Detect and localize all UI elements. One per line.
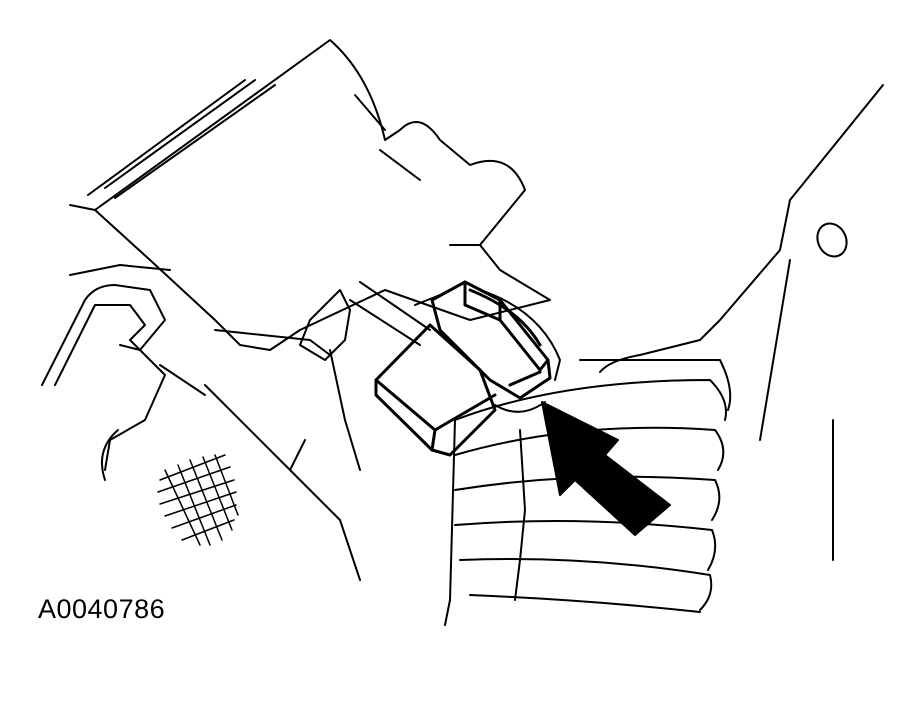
panel-hole <box>816 222 848 258</box>
hatched-surface <box>157 454 239 546</box>
upper-housing <box>69 39 551 351</box>
washer <box>479 289 561 413</box>
rubber-boot <box>444 359 732 626</box>
lower-bolt-assembly <box>299 281 441 361</box>
main-nut <box>374 323 497 457</box>
figure-id-label: A0040786 <box>38 594 166 624</box>
jam-nut <box>430 280 552 400</box>
arrow-icon <box>541 401 671 536</box>
right-panel <box>599 84 884 561</box>
support-plate <box>204 329 361 581</box>
linkage-arm <box>41 264 206 481</box>
